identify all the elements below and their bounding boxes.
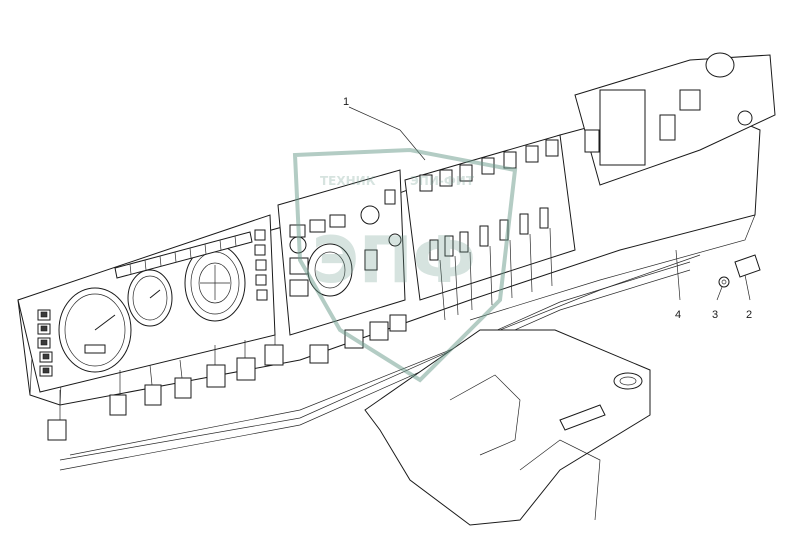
left-switch-column [37,309,53,377]
relay-row-top [419,139,559,192]
watermark-logo: ЭПФ [312,224,476,298]
center-control-panel [277,169,406,336]
instrument-cluster-panel [17,214,276,393]
leader-lines [348,106,751,301]
watermark: TEXHИК ЭПИ-ФИТ ЭПФ [292,147,518,383]
warning-lamp-strip [114,231,253,279]
relay-fuse-board [404,134,576,321]
fuse-row [429,207,549,261]
cluster-switch-column [254,229,268,301]
lower-console-cover [364,329,651,526]
watermark-line2: ЭПИ-ФИТ [410,174,475,188]
part-label-plate [734,254,761,278]
part-washer [718,276,730,288]
watermark-line1: TEXHИК [320,174,376,188]
small-gauge-group [127,244,246,327]
callout-3: 3 [712,309,718,321]
speedometer-gauge [58,287,132,373]
callout-4: 4 [675,309,681,321]
callout-2: 2 [746,309,752,321]
callout-1: 1 [343,96,349,108]
upper-right-mounting-plate [574,52,776,186]
